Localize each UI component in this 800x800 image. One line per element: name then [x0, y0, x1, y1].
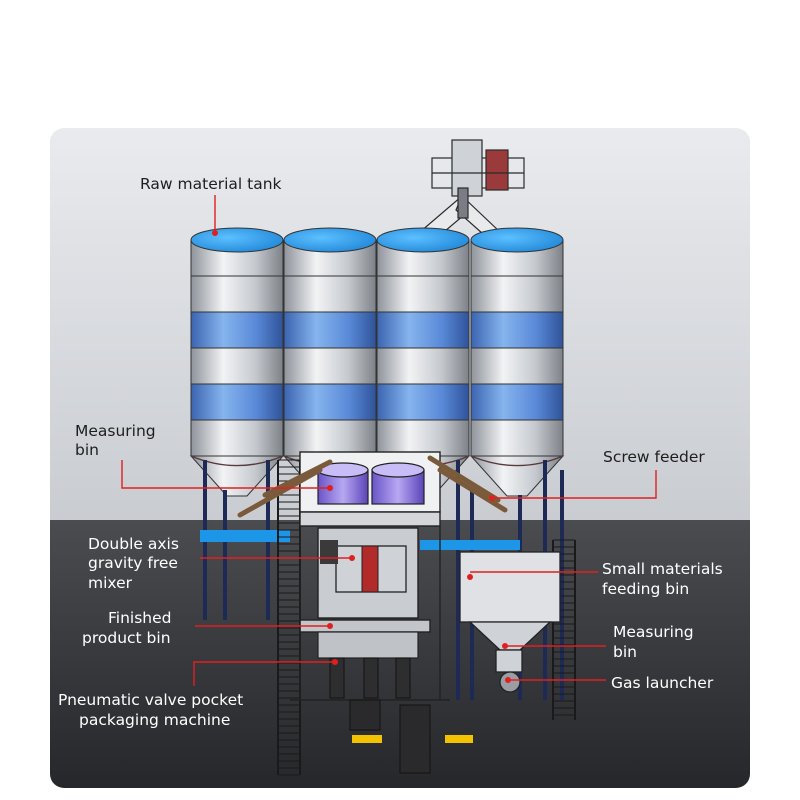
label-screw-feeder: Screw feeder [603, 448, 705, 466]
label-small-materials-line1: Small materials [602, 560, 723, 578]
silo-4 [469, 227, 565, 497]
label-gas-launcher: Gas launcher [611, 674, 714, 692]
raw-material-tanks [189, 227, 565, 497]
screw-feeders [237, 455, 508, 518]
label-finished-product-line1: Finished [108, 609, 172, 627]
label-measuring-bin-low-line2: bin [613, 643, 637, 661]
measuring-bins [317, 462, 425, 505]
packaging-machine [349, 699, 473, 774]
finished-product-bin [317, 631, 419, 699]
label-measuring-bin-low-line1: Measuring [613, 623, 694, 641]
label-double-axis-line3: mixer [88, 574, 133, 592]
label-measuring-bin-top-line2: bin [75, 441, 99, 459]
double-axis-mixer [320, 540, 407, 593]
platform-bands [200, 530, 520, 550]
label-measuring-bin-top-line1: Measuring [75, 422, 156, 440]
labels: Raw material tank Measuring bin Screw fe… [58, 175, 723, 729]
label-finished-product-line2: product bin [82, 629, 171, 647]
label-raw-material-tank: Raw material tank [140, 175, 282, 193]
label-small-materials-line2: feeding bin [602, 580, 689, 598]
label-double-axis-line2: gravity free [88, 554, 178, 572]
bucket-elevators [277, 459, 576, 776]
leader-lines [121, 195, 657, 686]
label-pneumatic-line1: Pneumatic valve pocket [58, 691, 243, 709]
silo-1 [189, 227, 285, 497]
label-pneumatic-line2: packaging machine [79, 711, 230, 729]
label-double-axis-line1: Double axis [88, 535, 179, 553]
